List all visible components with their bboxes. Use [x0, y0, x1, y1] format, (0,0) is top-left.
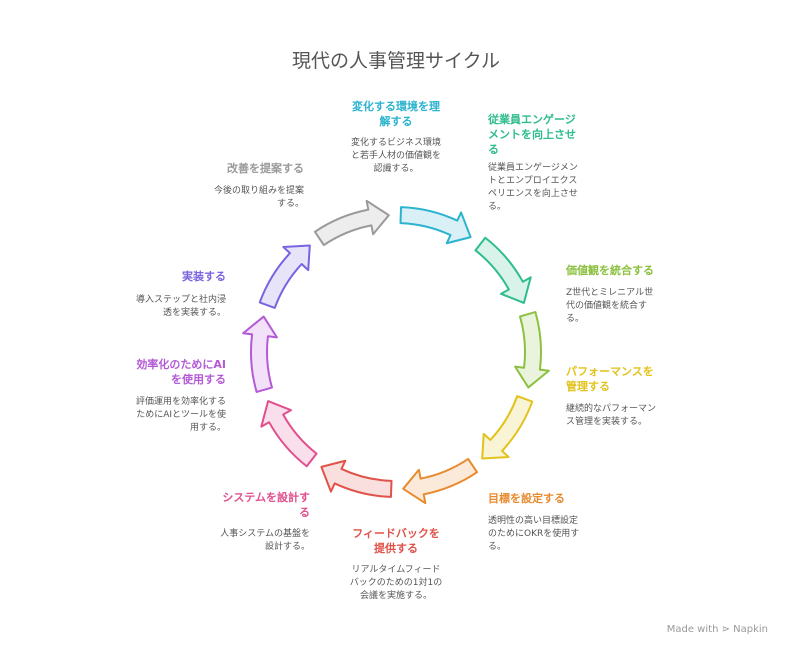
step-feedback-desc: リアルタイムフィードバックのための1対1の会議を実施する。: [349, 565, 443, 601]
step-implement-desc: 導入ステップと社内浸透を実装する。: [135, 295, 226, 318]
cycle-arrow-implement: [258, 244, 311, 309]
cycle-arrow-ai: [242, 315, 278, 393]
cycle-arrow-system: [260, 400, 318, 468]
step-goals-title: 目標を設定する: [488, 492, 565, 505]
step-improve-title: 改善を提案する: [227, 162, 304, 175]
step-performance-desc: 継続的なパフォーマンス管理を実装する。: [566, 404, 657, 427]
diagram-title: 現代の人事管理サイクル: [291, 50, 501, 72]
step-engagement-title: 従業員エンゲージメントを向上させる: [488, 113, 576, 156]
step-improve-desc: 今後の取り組みを提案する。: [213, 186, 304, 209]
cycle-arrow-values: [514, 311, 550, 389]
step-ai-desc: 評価運用を効率化するためにAIとツールを使用する。: [135, 397, 226, 433]
step-goals-desc: 透明性の高い目標設定のためにOKRを使用する。: [488, 516, 580, 552]
step-values-title: 価値観を統合する: [566, 264, 654, 277]
cycle-arrow-improve: [313, 199, 390, 247]
cycle-arrow-goals: [402, 457, 479, 505]
napkin-brand: Made with ⋗ Napkin: [666, 624, 768, 635]
step-values-desc: Z世代とミレニアル世代の価値観を統合する。: [566, 288, 654, 324]
step-understand-title: 変化する環境を理解する: [352, 100, 440, 128]
step-implement-title: 実装する: [182, 270, 226, 283]
step-engagement-desc: 従業員エンゲージメントとエンプロイエクスペリエンスを向上させる。: [488, 163, 578, 212]
cycle-arrow-understand: [399, 206, 472, 245]
cycle-arrow-engagement: [474, 236, 532, 304]
step-performance-title: パフォーマンスを管理する: [566, 365, 654, 393]
cycle-arrow-feedback: [320, 459, 393, 498]
step-system-desc: 人事システムの基盤を設計する。: [220, 529, 310, 552]
cycle-arrow-performance: [481, 395, 534, 460]
step-system-title: システムを設計する: [222, 491, 310, 519]
step-understand-desc: 変化するビジネス環境と若手人材の価値観を認識する。: [350, 138, 441, 174]
step-feedback-title: フィードバックを提供する: [352, 527, 440, 555]
